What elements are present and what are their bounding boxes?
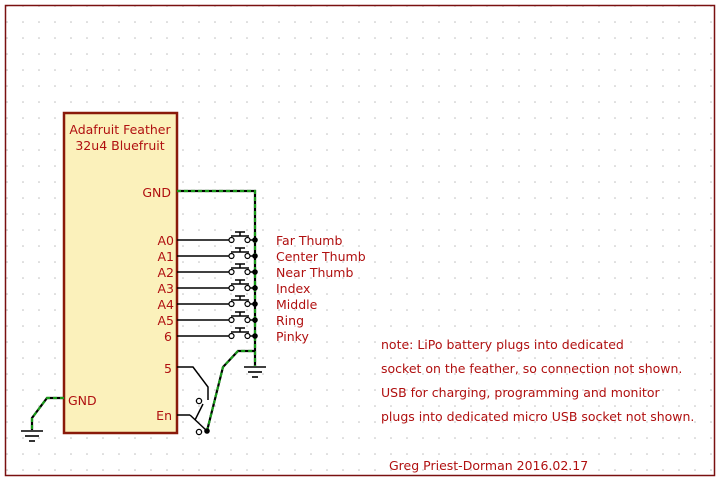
pushbutton-switch[interactable] — [177, 295, 258, 308]
pin-a2: A2 — [157, 265, 174, 280]
pushbutton-switch[interactable] — [177, 247, 258, 260]
label-near-thumb: Near Thumb — [276, 265, 353, 280]
label-far-thumb: Far Thumb — [276, 233, 342, 248]
pushbutton-switch[interactable] — [177, 231, 258, 244]
ground-symbol-right — [244, 366, 266, 378]
ground-symbol-left — [21, 430, 43, 442]
pin-en: En — [156, 408, 172, 423]
feather-board-outline[interactable] — [62, 111, 179, 435]
label-middle: Middle — [276, 297, 318, 312]
pin-a5: A5 — [157, 313, 174, 328]
sheet-border — [4, 4, 716, 477]
power-switch[interactable] — [177, 366, 210, 436]
pushbutton-switch[interactable] — [177, 311, 258, 324]
pushbutton-switch[interactable] — [177, 263, 258, 276]
ground-net[interactable] — [30, 189, 257, 432]
note-line-1: note: LiPo battery plugs into dedicated — [381, 337, 624, 352]
component-title-line1: Adafruit Feather — [69, 122, 171, 137]
pushbutton-switch[interactable] — [177, 327, 258, 340]
label-ring: Ring — [276, 313, 304, 328]
pin-6: 6 — [164, 329, 172, 344]
switch-array — [177, 231, 258, 340]
author-credit: Greg Priest-Dorman 2016.02.17 — [389, 458, 588, 473]
note-line-4: plugs into dedicated micro USB socket no… — [381, 409, 694, 424]
pin-gnd-left: GND — [68, 393, 97, 408]
pin-a0: A0 — [157, 233, 174, 248]
label-index: Index — [276, 281, 310, 296]
pin-5: 5 — [164, 361, 172, 376]
pushbutton-switch[interactable] — [177, 279, 258, 292]
note-line-2: socket on the feather, so connection not… — [381, 361, 682, 376]
label-pinky: Pinky — [276, 329, 309, 344]
note-line-3: USB for charging, programming and monito… — [381, 385, 660, 400]
pin-a3: A3 — [157, 281, 174, 296]
component-title-line2: 32u4 Bluefruit — [75, 138, 164, 153]
pin-a4: A4 — [157, 297, 174, 312]
label-center-thumb: Center Thumb — [276, 249, 366, 264]
pin-gnd-right: GND — [142, 185, 171, 200]
pin-a1: A1 — [157, 249, 174, 264]
